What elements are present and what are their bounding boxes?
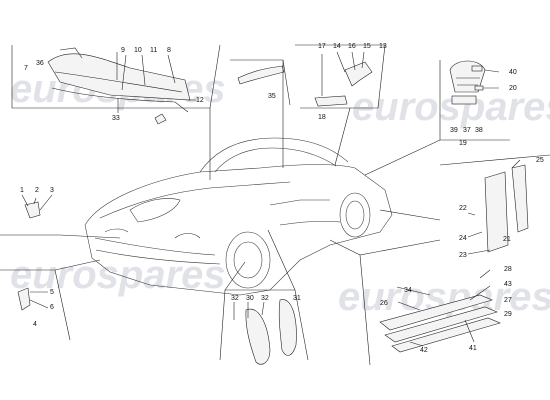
quarter-window-trim — [484, 164, 529, 253]
callout-35: 35 — [268, 93, 276, 100]
side-marker-lamp-left — [245, 308, 271, 365]
callout-39: 39 — [450, 127, 458, 134]
callout-31: 31 — [293, 295, 301, 302]
leader-lines — [21, 51, 521, 347]
callout-13: 13 — [379, 43, 387, 50]
panel-frame-top-left — [11, 44, 221, 109]
callout-32: 32 — [231, 295, 239, 302]
watermark: eurospares — [352, 85, 550, 129]
callout-6: 6 — [50, 304, 54, 311]
callout-38: 38 — [475, 127, 483, 134]
bracket-assembly — [314, 61, 373, 107]
callout-4: 4 — [33, 321, 37, 328]
watermark: eurospares — [10, 253, 226, 297]
cowl-seal-strip — [51, 87, 189, 113]
callout-41: 41 — [469, 345, 477, 352]
callout-18: 18 — [318, 114, 326, 121]
callout-23: 23 — [459, 252, 467, 259]
bracket-1 — [24, 201, 41, 219]
callout-27: 27 — [504, 297, 512, 304]
callout-16: 16 — [348, 43, 356, 50]
callout-3: 3 — [50, 187, 54, 194]
car-body — [84, 137, 393, 296]
third-brake-lamp — [449, 60, 486, 105]
callout-20: 20 — [509, 85, 517, 92]
panel-frame-top-right — [295, 44, 386, 109]
callout-34: 34 — [404, 287, 412, 294]
callout-14: 14 — [333, 43, 341, 50]
callout-43: 43 — [504, 281, 512, 288]
callout-25: 25 — [536, 157, 544, 164]
cowl-panel — [47, 47, 191, 101]
part-callouts: 7 36 9 10 11 8 12 33 35 17 14 16 15 13 1… — [20, 43, 544, 354]
wiper-nozzle — [154, 113, 167, 125]
callout-2: 2 — [35, 187, 39, 194]
side-marker-lamp-right — [278, 299, 297, 356]
panel-frame-side-trim — [439, 154, 550, 166]
callout-15: 15 — [363, 43, 371, 50]
callout-30: 30 — [246, 295, 254, 302]
callout-19: 19 — [459, 140, 467, 147]
callout-32: 32 — [261, 295, 269, 302]
callout-8: 8 — [167, 47, 171, 54]
callout-37: 37 — [463, 127, 471, 134]
callout-22: 22 — [459, 205, 467, 212]
callout-5: 5 — [50, 289, 54, 296]
grille-trim — [237, 65, 285, 85]
door-sill-trim — [379, 294, 501, 353]
callout-33: 33 — [112, 115, 120, 122]
front-bumper-bracket — [17, 287, 31, 311]
callout-17: 17 — [318, 43, 326, 50]
callout-24: 24 — [459, 235, 467, 242]
callout-12: 12 — [196, 97, 204, 104]
panel-frame-bottom-center — [219, 289, 309, 361]
callout-40: 40 — [509, 69, 517, 76]
callout-7: 7 — [24, 65, 28, 72]
callout-21: 21 — [503, 236, 511, 243]
callout-36: 36 — [36, 60, 44, 67]
callout-29: 29 — [504, 311, 512, 318]
callout-1: 1 — [20, 187, 24, 194]
callout-11: 11 — [150, 47, 157, 54]
callout-26: 26 — [380, 300, 388, 307]
callout-10: 10 — [134, 47, 142, 54]
callout-28: 28 — [504, 266, 512, 273]
callout-42: 42 — [420, 347, 428, 354]
callout-9: 9 — [121, 47, 125, 54]
